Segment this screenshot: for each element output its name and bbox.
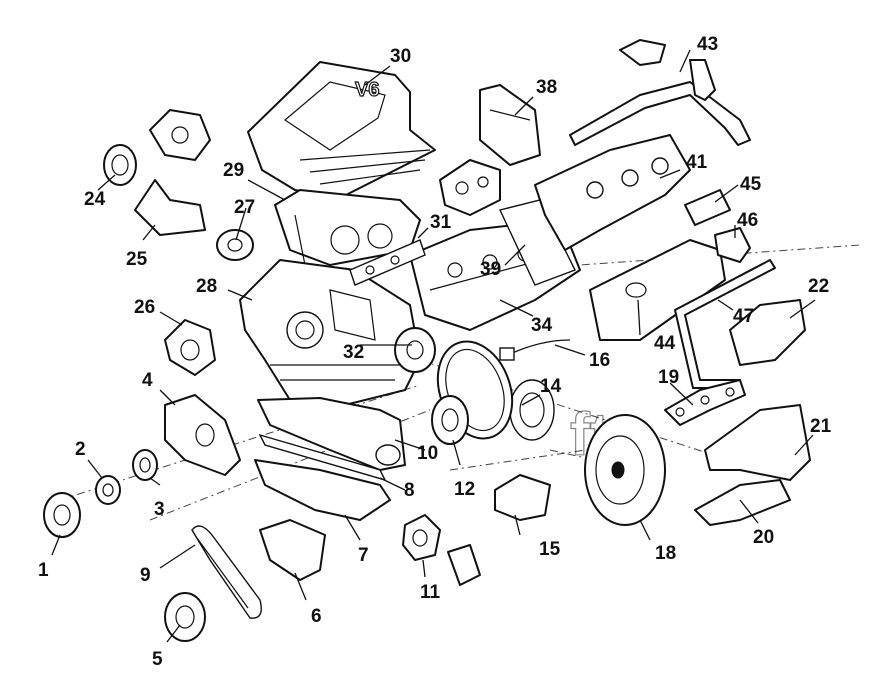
- callout-31: 31: [430, 212, 452, 233]
- callout-47: 47: [733, 306, 754, 327]
- idler-pulley-part: [216, 229, 254, 261]
- pulley-part: [103, 144, 137, 186]
- callout-3: 3: [154, 499, 165, 520]
- oil-filter-part: [447, 544, 481, 586]
- callout-22: 22: [808, 276, 829, 297]
- pump-bracket-part: [134, 179, 206, 236]
- callout-34: 34: [531, 315, 553, 336]
- callout-25: 25: [126, 249, 148, 270]
- callout-32: 32: [343, 342, 364, 363]
- callout-4: 4: [142, 370, 153, 391]
- manifold-gasket-part: [349, 239, 426, 286]
- intake-plenum-part: V6: [247, 61, 436, 199]
- callout-18: 18: [655, 543, 676, 564]
- water-outlet-part: [439, 159, 501, 216]
- callout-19: 19: [658, 367, 679, 388]
- callout-7: 7: [358, 545, 369, 566]
- thermostat-housing-part: [479, 84, 541, 166]
- callout-12: 12: [454, 479, 475, 500]
- drive-belt-part: [191, 525, 262, 619]
- callout-6: 6: [311, 606, 322, 627]
- oil-filter-adapter-part: [402, 514, 441, 561]
- callout-16: 16: [589, 350, 610, 371]
- callout-21: 21: [810, 416, 832, 437]
- callout-41: 41: [686, 152, 708, 173]
- flywheel-part: [584, 414, 666, 526]
- callout-39: 39: [480, 259, 501, 280]
- starter-motor-part: [494, 474, 551, 521]
- crank-sensor-part: [499, 339, 571, 361]
- callout-10: 10: [417, 443, 438, 464]
- front-cover-part: [164, 394, 241, 476]
- cam-sprocket-part: [164, 592, 206, 642]
- tensioner-part: [164, 319, 216, 376]
- callout-labels: 30 38 43 24 29 27 31 41 45 46 25 39 28 2…: [38, 34, 832, 670]
- callout-27: 27: [234, 197, 255, 218]
- callout-11: 11: [420, 582, 441, 603]
- callout-26: 26: [134, 297, 155, 318]
- callout-45: 45: [740, 174, 762, 195]
- oil-pan-part: [254, 459, 391, 521]
- callout-44: 44: [654, 333, 676, 354]
- crank-sprocket-part: [431, 395, 469, 445]
- cylinder-head-cover-part: [589, 239, 726, 341]
- power-steering-pump-part: [149, 109, 211, 161]
- end-cap-part: [714, 227, 751, 263]
- engine-block-part: [239, 259, 421, 406]
- valve-cover-part: [534, 134, 691, 251]
- callout-15: 15: [539, 539, 561, 560]
- exhaust-gasket-part: [664, 379, 746, 426]
- crank-pulley-part: [43, 492, 81, 538]
- callout-14: 14: [540, 376, 562, 397]
- callout-46: 46: [737, 210, 758, 231]
- exhaust-manifold-part: [704, 404, 811, 481]
- callout-20: 20: [753, 527, 774, 548]
- water-pump-part: [394, 327, 436, 373]
- intake-manifold-part: [274, 189, 421, 291]
- callout-28: 28: [196, 276, 217, 297]
- callout-2: 2: [75, 439, 86, 460]
- crank-sleeve-part: [132, 449, 158, 481]
- leader-lines: [51, 49, 816, 643]
- engine-mount-bracket-part: [259, 519, 326, 581]
- front-seal-part: [95, 475, 121, 505]
- coolant-pipe-part: [569, 39, 751, 146]
- callout-29: 29: [223, 160, 244, 181]
- callout-24: 24: [84, 189, 106, 210]
- callout-38: 38: [536, 77, 557, 98]
- callout-30: 30: [390, 46, 411, 67]
- callout-9: 9: [140, 565, 151, 586]
- callout-43: 43: [697, 34, 718, 55]
- callout-1: 1: [38, 560, 49, 581]
- callout-5: 5: [152, 649, 163, 670]
- callout-8: 8: [404, 480, 415, 501]
- head-gasket-part: [499, 199, 576, 286]
- upper-oil-pan-part: [257, 397, 406, 471]
- v6-badge: V6: [355, 79, 379, 101]
- heat-shield-part: [729, 299, 806, 366]
